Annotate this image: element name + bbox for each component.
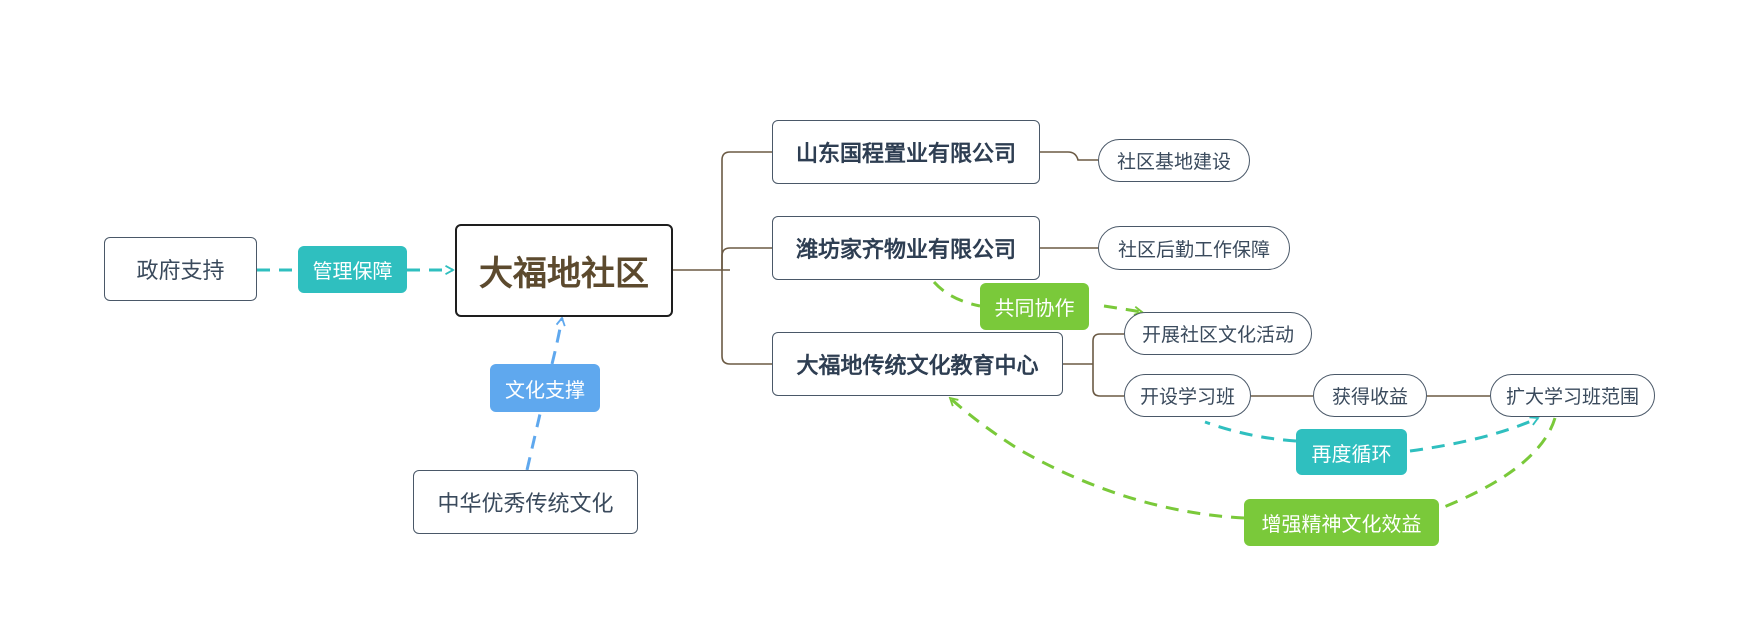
cultural-activities-label: 开展社区文化活动: [1141, 324, 1294, 346]
arrow-cooperate: [932, 280, 1142, 312]
branch-company-3-to-child-1: [1092, 333, 1124, 364]
enhance-benefit-text: 增强精神文化效益: [1261, 512, 1422, 536]
cooperate-label: 共同协作: [980, 283, 1089, 330]
branch-root-to-company-1: [721, 151, 772, 271]
company-node-2[interactable]: 潍坊家齐物业有限公司: [772, 216, 1040, 280]
logistics-support-label: 社区后勤工作保障: [1117, 238, 1270, 261]
expand-class-node[interactable]: 扩大学习班范围: [1490, 374, 1655, 417]
study-class-label: 开设学习班: [1139, 386, 1235, 408]
management-guarantee-label: 管理保障: [298, 246, 407, 293]
cultural-support-label: 文化支撑: [490, 364, 600, 412]
arrow-cycle: [1204, 418, 1538, 453]
logistics-support-node[interactable]: 社区后勤工作保障: [1098, 226, 1290, 270]
branch-root-to-company-2: [721, 247, 772, 270]
branch-root-to-company-3: [721, 270, 772, 365]
root-label: 大福地社区: [479, 254, 649, 294]
arrow-culture-to-root: [525, 318, 562, 471]
traditional-culture-label: 中华优秀传统文化: [437, 492, 614, 517]
study-class-node[interactable]: 开设学习班: [1124, 374, 1251, 417]
cultural-support-text: 文化支撑: [505, 377, 585, 402]
company-node-1[interactable]: 山东国程置业有限公司: [772, 120, 1040, 184]
company-label-2: 潍坊家齐物业有限公司: [795, 238, 1016, 263]
cultural-activities-node[interactable]: 开展社区文化活动: [1124, 312, 1312, 355]
government-support-node[interactable]: 政府支持: [104, 237, 257, 301]
recycle-label: 再度循环: [1296, 429, 1407, 475]
management-guarantee-text: 管理保障: [312, 259, 393, 283]
root-node[interactable]: 大福地社区: [455, 224, 673, 317]
company-label-1: 山东国程置业有限公司: [795, 142, 1016, 167]
government-support-label: 政府支持: [136, 259, 225, 284]
expand-class-label: 扩大学习班范围: [1505, 386, 1639, 408]
gain-income-label: 获得收益: [1331, 386, 1408, 408]
enhance-benefit-label: 增强精神文化效益: [1244, 499, 1439, 546]
recycle-text: 再度循环: [1311, 441, 1392, 466]
community-base-label: 社区基地建设: [1116, 151, 1231, 173]
company-node-3[interactable]: 大福地传统文化教育中心: [772, 332, 1063, 396]
arrow-enhance: [950, 398, 1557, 520]
company-label-3: 大福地传统文化教育中心: [796, 354, 1039, 379]
branch-company-1-to-child: [1040, 151, 1098, 161]
gain-income-node[interactable]: 获得收益: [1313, 374, 1427, 417]
traditional-culture-node[interactable]: 中华优秀传统文化: [413, 470, 638, 534]
cooperate-text: 共同协作: [994, 296, 1075, 320]
community-base-node[interactable]: 社区基地建设: [1098, 139, 1250, 182]
branch-company-3-to-child-2: [1092, 364, 1124, 397]
